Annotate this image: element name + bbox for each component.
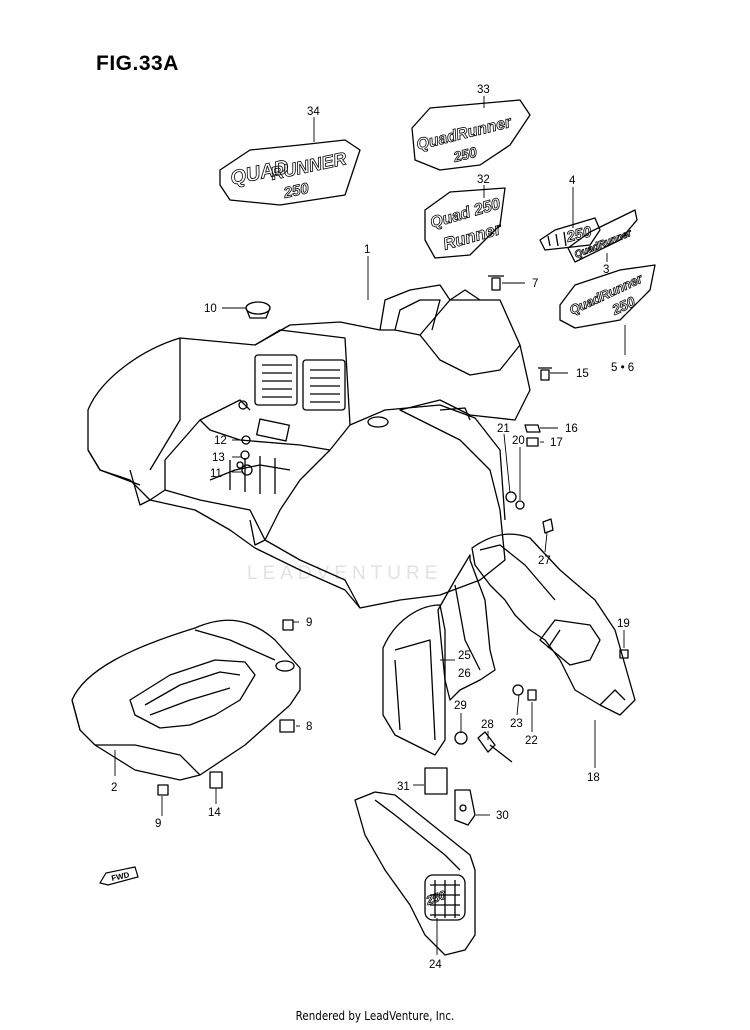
nut-part-16 bbox=[524, 424, 541, 433]
screw-part-22 bbox=[527, 689, 537, 701]
rivet-part-28 bbox=[477, 731, 513, 763]
front-panel-part-2 bbox=[71, 619, 301, 781]
footer-credit: Rendered by LeadVenture, Inc. bbox=[295, 1009, 455, 1023]
screw-part-9-top bbox=[282, 619, 294, 631]
callout-27: 27 bbox=[538, 555, 551, 567]
callout-34: 34 bbox=[307, 106, 320, 118]
callout-24: 24 bbox=[429, 959, 442, 971]
leader-lines bbox=[114, 96, 626, 955]
callout-11: 11 bbox=[210, 468, 222, 480]
label-plate-part-31 bbox=[424, 767, 448, 795]
screw-part-9-bottom bbox=[157, 784, 169, 796]
decal-part-34 bbox=[219, 139, 361, 206]
callout-10: 10 bbox=[204, 303, 217, 315]
clip-part-17 bbox=[526, 437, 539, 447]
callout-3: 3 bbox=[603, 264, 609, 276]
callout-20: 20 bbox=[512, 435, 525, 447]
callout-33: 33 bbox=[477, 84, 490, 96]
decal-part-3 bbox=[567, 209, 638, 263]
callout-25: 25 bbox=[458, 650, 471, 662]
callout-32: 32 bbox=[477, 174, 490, 186]
fasteners bbox=[157, 275, 629, 796]
callout-26: 26 bbox=[458, 668, 471, 680]
washer-part-23 bbox=[512, 684, 524, 696]
callout-19: 19 bbox=[617, 618, 630, 630]
decal-56-line1: QuadRunner bbox=[567, 270, 646, 317]
callout-14: 14 bbox=[208, 807, 221, 819]
grommet-part-10 bbox=[245, 301, 271, 315]
nut-part-8 bbox=[279, 719, 295, 733]
bracket-part-30 bbox=[454, 789, 476, 826]
decal-34-line3: 250 bbox=[281, 180, 311, 202]
callout-23: 23 bbox=[510, 718, 523, 730]
callout-17: 17 bbox=[550, 437, 563, 449]
front-fender-part-1 bbox=[87, 284, 531, 609]
callout-29: 29 bbox=[454, 700, 467, 712]
callout-5-6: 5 • 6 bbox=[611, 362, 634, 374]
callout-30: 30 bbox=[496, 810, 509, 822]
figure-title: FIG.33A bbox=[96, 52, 179, 75]
callout-8: 8 bbox=[306, 721, 312, 733]
decal-33-line2: 250 bbox=[451, 144, 479, 165]
callout-21: 21 bbox=[497, 423, 510, 435]
callout-9-bottom: 9 bbox=[155, 818, 161, 830]
screw-part-27 bbox=[542, 518, 554, 534]
screw-part-19 bbox=[619, 649, 629, 659]
splash-guard-part-18 bbox=[471, 533, 636, 716]
side-cover-part-24 bbox=[354, 791, 476, 956]
callout-18: 18 bbox=[587, 772, 600, 784]
decal-34-line2: RUNNER bbox=[269, 148, 348, 184]
callout-22: 22 bbox=[525, 735, 538, 747]
callout-28: 28 bbox=[481, 719, 494, 731]
callout-4: 4 bbox=[569, 175, 576, 187]
decal-part-33 bbox=[411, 99, 531, 171]
callout-9-top: 9 bbox=[306, 617, 312, 629]
inner-panel-part-27 bbox=[437, 554, 496, 701]
decal-part-5-6 bbox=[559, 264, 656, 329]
screw-part-15 bbox=[538, 367, 552, 381]
fwd-label: FWD bbox=[111, 870, 131, 883]
callout-7: 7 bbox=[532, 278, 538, 290]
callout-2: 2 bbox=[111, 782, 117, 794]
fwd-arrow-icon: FWD bbox=[99, 866, 139, 886]
callout-1: 1 bbox=[364, 244, 370, 256]
callout-15: 15 bbox=[576, 368, 589, 380]
callout-12: 12 bbox=[214, 435, 227, 447]
callout-13: 13 bbox=[212, 452, 225, 464]
nut-part-11 bbox=[241, 464, 253, 476]
clip-part-14 bbox=[209, 771, 223, 789]
callout-31: 31 bbox=[397, 781, 410, 793]
callout-16: 16 bbox=[565, 423, 578, 435]
washer-part-29 bbox=[454, 731, 468, 745]
washer-part-20 bbox=[515, 500, 525, 510]
washer-part-13 bbox=[240, 450, 250, 460]
screw-part-7 bbox=[488, 275, 504, 291]
mudguard-part-25-26 bbox=[382, 604, 446, 756]
watermark-text: LEADVENTURE bbox=[247, 563, 443, 584]
decal-part-32 bbox=[424, 187, 506, 259]
washer-part-21 bbox=[505, 491, 517, 503]
decal-part-4 bbox=[539, 217, 601, 251]
decal-4-text: 250 bbox=[564, 223, 594, 246]
